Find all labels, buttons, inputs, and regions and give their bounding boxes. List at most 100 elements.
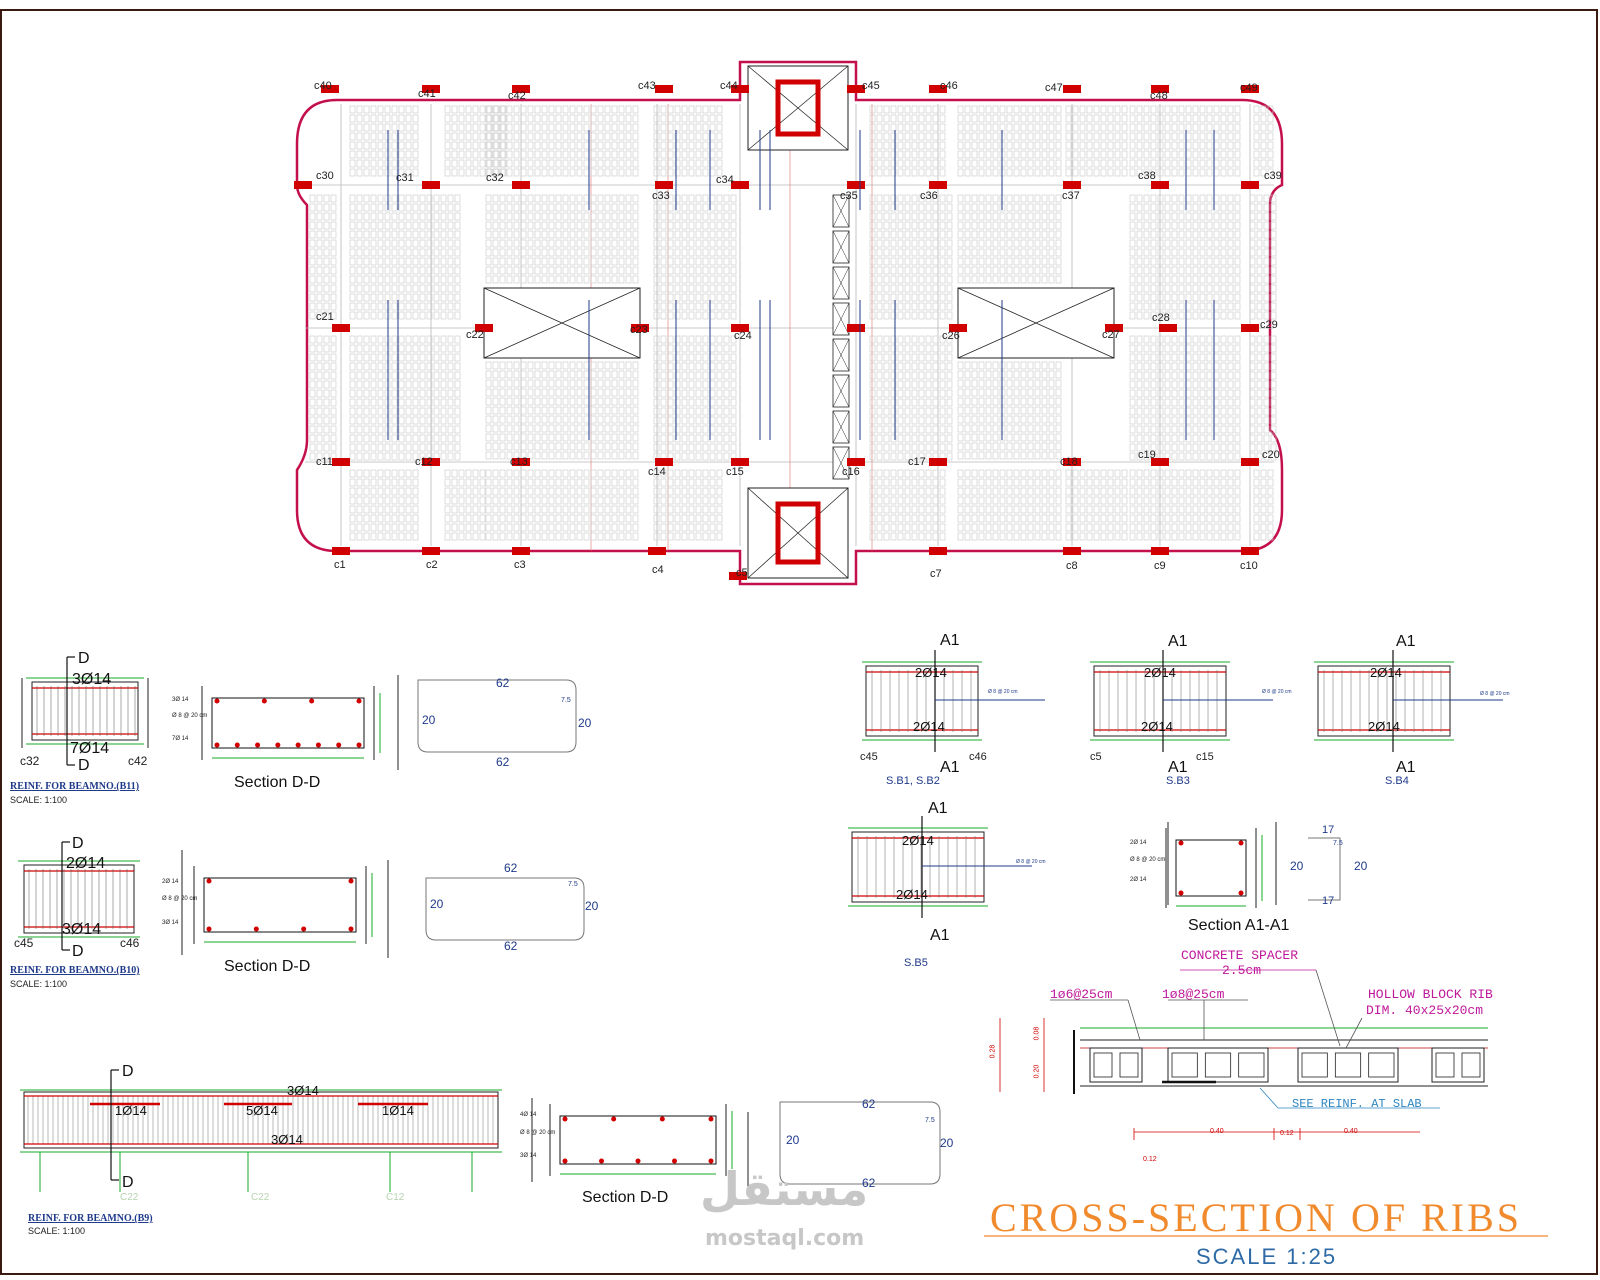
hollow-block [985,141,992,150]
hollow-block [1020,388,1027,397]
hollow-block [1256,293,1263,302]
hollow-block [1129,302,1136,311]
hollow-block [1206,335,1213,344]
hollow-block [1199,266,1206,275]
hollow-block [695,150,702,159]
hollow-block [876,380,883,389]
hollow-block [660,514,667,523]
hollow-block [1086,123,1093,132]
hollow-block [583,406,590,415]
hollow-block [377,425,384,434]
hollow-block [323,212,330,221]
hollow-block [419,371,426,380]
hollow-block [534,487,541,496]
hollow-block [1206,371,1213,380]
hollow-block [681,150,688,159]
hollow-block [447,452,454,461]
hollow-block [1055,478,1062,487]
hollow-block [604,523,611,532]
hollow-block [723,284,730,293]
hollow-block [1006,114,1013,123]
hollow-block [611,487,618,496]
hollow-block [576,123,583,132]
hollow-block [419,311,426,320]
column-label: c19 [1138,449,1156,461]
hollow-block [702,380,709,389]
hollow-block [674,514,681,523]
hollow-block [1263,398,1270,407]
hollow-block [370,335,377,344]
hollow-block [583,433,590,442]
hollow-block [356,311,363,320]
hollow-block [412,407,419,416]
hollow-block [499,275,506,284]
hollow-block [1055,275,1062,284]
hollow-block [1157,514,1164,523]
hollow-block [583,523,590,532]
hollow-block [1220,230,1227,239]
hollow-block [985,514,992,523]
hollow-block [604,487,611,496]
hollow-block [1199,487,1206,496]
hollow-block [527,266,534,275]
hollow-block [492,442,499,451]
hollow-block [1143,293,1150,302]
hollow-block [674,443,681,452]
hollow-block [667,487,674,496]
hollow-block [1192,212,1199,221]
hollow-block [978,123,985,132]
hollow-block [1041,514,1048,523]
hollow-block [412,230,419,239]
hollow-block [939,159,946,168]
hollow-block [1267,114,1274,123]
hollow-block [479,159,486,168]
hollow-block [569,397,576,406]
hollow-block [1199,123,1206,132]
hollow-block [1260,168,1267,177]
hollow-block [890,212,897,221]
hollow-block [1150,257,1157,266]
hollow-block [485,406,492,415]
hollow-block [667,344,674,353]
hollow-block [897,141,904,150]
hollow-block [444,114,451,123]
hollow-block [695,203,702,212]
hollow-block [1041,266,1048,275]
hollow-block [723,407,730,416]
hollow-block [583,159,590,168]
hollow-block [723,203,730,212]
column [655,181,673,189]
hollow-block-rib [1167,1047,1269,1083]
hollow-block [1185,105,1192,114]
hollow-block [527,141,534,150]
hollow-block [316,407,323,416]
hollow-block [1220,302,1227,311]
hollow-block [925,123,932,132]
b9-extra-1: 1Ø14 [115,1103,147,1118]
hollow-block [1227,505,1234,514]
hollow-block [904,194,911,203]
hollow-block [992,123,999,132]
hollow-block [1199,248,1206,257]
hollow-block [702,132,709,141]
hollow-block [897,505,904,514]
hollow-block [1157,389,1164,398]
hollow-block [1136,257,1143,266]
hollow-block [316,311,323,320]
hollow-block [576,159,583,168]
hollow-block [323,194,330,203]
hollow-block [611,248,618,257]
hollow-block [444,514,451,523]
hollow-block [1270,380,1277,389]
hollow-block [869,407,876,416]
hollow-block [440,344,447,353]
hollow-block [939,478,946,487]
hollow-block [513,469,520,478]
hollow-block [1185,168,1192,177]
hollow-block [1206,132,1213,141]
hollow-block [1150,380,1157,389]
hollow-block [1185,532,1192,541]
hollow-block [555,397,562,406]
hollow-block [1178,239,1185,248]
hollow-block [1206,505,1213,514]
